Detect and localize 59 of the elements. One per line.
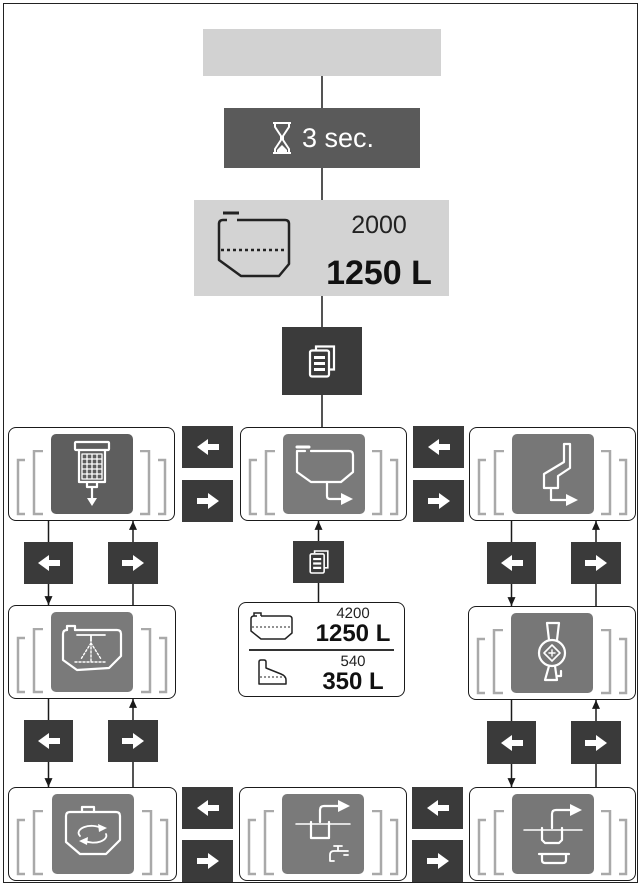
connector-line xyxy=(321,168,323,200)
arrow-key xyxy=(487,721,536,764)
arrow-key xyxy=(108,720,158,762)
arrow-key xyxy=(413,480,464,522)
arrow-key xyxy=(24,720,73,762)
connector-line xyxy=(510,700,512,721)
volume-value: 1250 L xyxy=(316,622,390,646)
start-screen xyxy=(203,29,441,76)
menu-panel xyxy=(240,427,407,521)
arrow xyxy=(508,584,516,606)
menu-key xyxy=(293,541,344,583)
arrow-key xyxy=(182,840,233,882)
connector-line xyxy=(321,395,323,427)
arrow xyxy=(508,764,516,787)
arrow xyxy=(44,584,52,605)
menu-panel xyxy=(8,427,175,521)
arrow-key xyxy=(413,426,464,468)
arrow-key xyxy=(182,426,233,468)
volume-value: 1250 L xyxy=(326,256,432,290)
connector-line xyxy=(48,699,50,720)
arrow xyxy=(129,699,137,720)
arrow xyxy=(592,521,600,542)
arrow-key xyxy=(571,542,621,584)
arrow-key xyxy=(571,721,621,764)
arrow-key xyxy=(24,542,73,584)
capacity-value: 540 xyxy=(340,654,366,669)
connector-line xyxy=(48,521,50,542)
arrow-key xyxy=(412,787,463,829)
tank-level-screen xyxy=(194,200,449,296)
connector-line xyxy=(595,764,597,787)
arrow-key xyxy=(182,480,233,522)
menu-key xyxy=(282,327,362,395)
arrow xyxy=(314,521,322,541)
arrow xyxy=(44,762,52,787)
connector-line xyxy=(132,584,134,605)
menu-panel xyxy=(469,787,636,881)
capacity-value: 4200 xyxy=(336,606,370,621)
timer-label: 3 sec. xyxy=(302,124,374,152)
arrow xyxy=(592,700,600,721)
connector-line xyxy=(321,296,323,327)
menu-panel xyxy=(8,605,176,699)
arrow-key xyxy=(182,787,233,829)
connector-line xyxy=(510,521,512,542)
arrow-key xyxy=(108,542,158,584)
connector-line xyxy=(595,584,597,606)
menu-panel xyxy=(468,606,636,700)
menu-panel xyxy=(239,787,407,881)
arrow-key xyxy=(412,840,463,882)
arrow-key xyxy=(487,542,536,584)
capacity-value: 2000 xyxy=(351,213,407,238)
menu-panel xyxy=(8,787,177,881)
tank-info-panel xyxy=(238,602,405,697)
timer-screen xyxy=(224,108,420,168)
connector-line xyxy=(132,762,134,787)
menu-panel xyxy=(469,427,636,521)
connector-line xyxy=(318,583,320,602)
connector-line xyxy=(321,76,323,108)
volume-value: 350 L xyxy=(322,670,384,694)
arrow xyxy=(129,521,137,542)
